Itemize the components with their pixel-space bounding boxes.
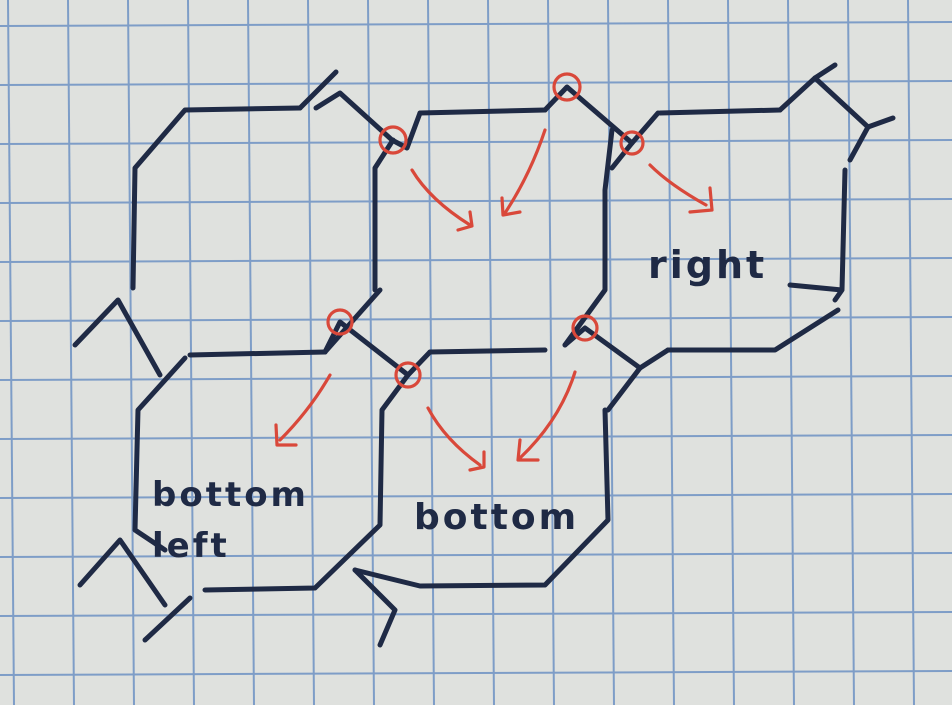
- grid-line-vertical: [847, 0, 855, 705]
- grid-line-horizontal: [0, 434, 952, 440]
- highlight-circles: [326, 72, 645, 389]
- grid-line-vertical: [907, 0, 915, 705]
- arrow-1: [410, 168, 474, 232]
- arrow-6: [516, 370, 577, 462]
- grid-line-vertical: [7, 0, 15, 705]
- grid-line-horizontal: [0, 670, 952, 676]
- arrow-4: [274, 373, 332, 447]
- arrow-5: [426, 406, 486, 472]
- grid-line-horizontal: [0, 198, 952, 204]
- grid-line-vertical: [67, 0, 75, 705]
- grid-line-horizontal: [0, 21, 952, 27]
- joint-circle-4: [326, 308, 354, 336]
- arrow-3: [648, 163, 714, 214]
- joint-circle-2: [552, 72, 582, 102]
- grid-line-vertical: [787, 0, 795, 705]
- connector-marks: [72, 62, 896, 648]
- arrow-2: [500, 128, 547, 217]
- label-right: right: [648, 243, 768, 287]
- grid-line-horizontal: [0, 611, 952, 617]
- grid-line-vertical: [607, 0, 615, 705]
- grid-line-horizontal: [0, 552, 952, 558]
- joint-circle-3: [619, 130, 645, 156]
- tile-bottom-center: [352, 365, 643, 589]
- direction-arrows: [274, 128, 714, 472]
- grid-line-horizontal: [0, 493, 952, 499]
- joint-circle-5: [394, 361, 422, 389]
- label-bottom: bottom: [414, 497, 580, 538]
- tile-top-right: [609, 107, 848, 353]
- joint-circle-6: [571, 314, 599, 342]
- grid-line-horizontal: [0, 257, 952, 263]
- grid-line-horizontal: [0, 80, 952, 86]
- grid-line-horizontal: [0, 316, 952, 322]
- tile-bottom-left: [132, 355, 411, 593]
- grid-line-horizontal: [0, 375, 952, 381]
- label-bottom-left: bottom left: [152, 470, 309, 572]
- joint-circle-1: [378, 125, 408, 155]
- tile-top-left: [130, 105, 328, 358]
- grid-line-vertical: [127, 0, 135, 705]
- label-bottom-left-line-2: left: [152, 526, 230, 566]
- label-bottom-left-line-1: bottom: [152, 475, 309, 515]
- grid-line-vertical: [547, 0, 555, 705]
